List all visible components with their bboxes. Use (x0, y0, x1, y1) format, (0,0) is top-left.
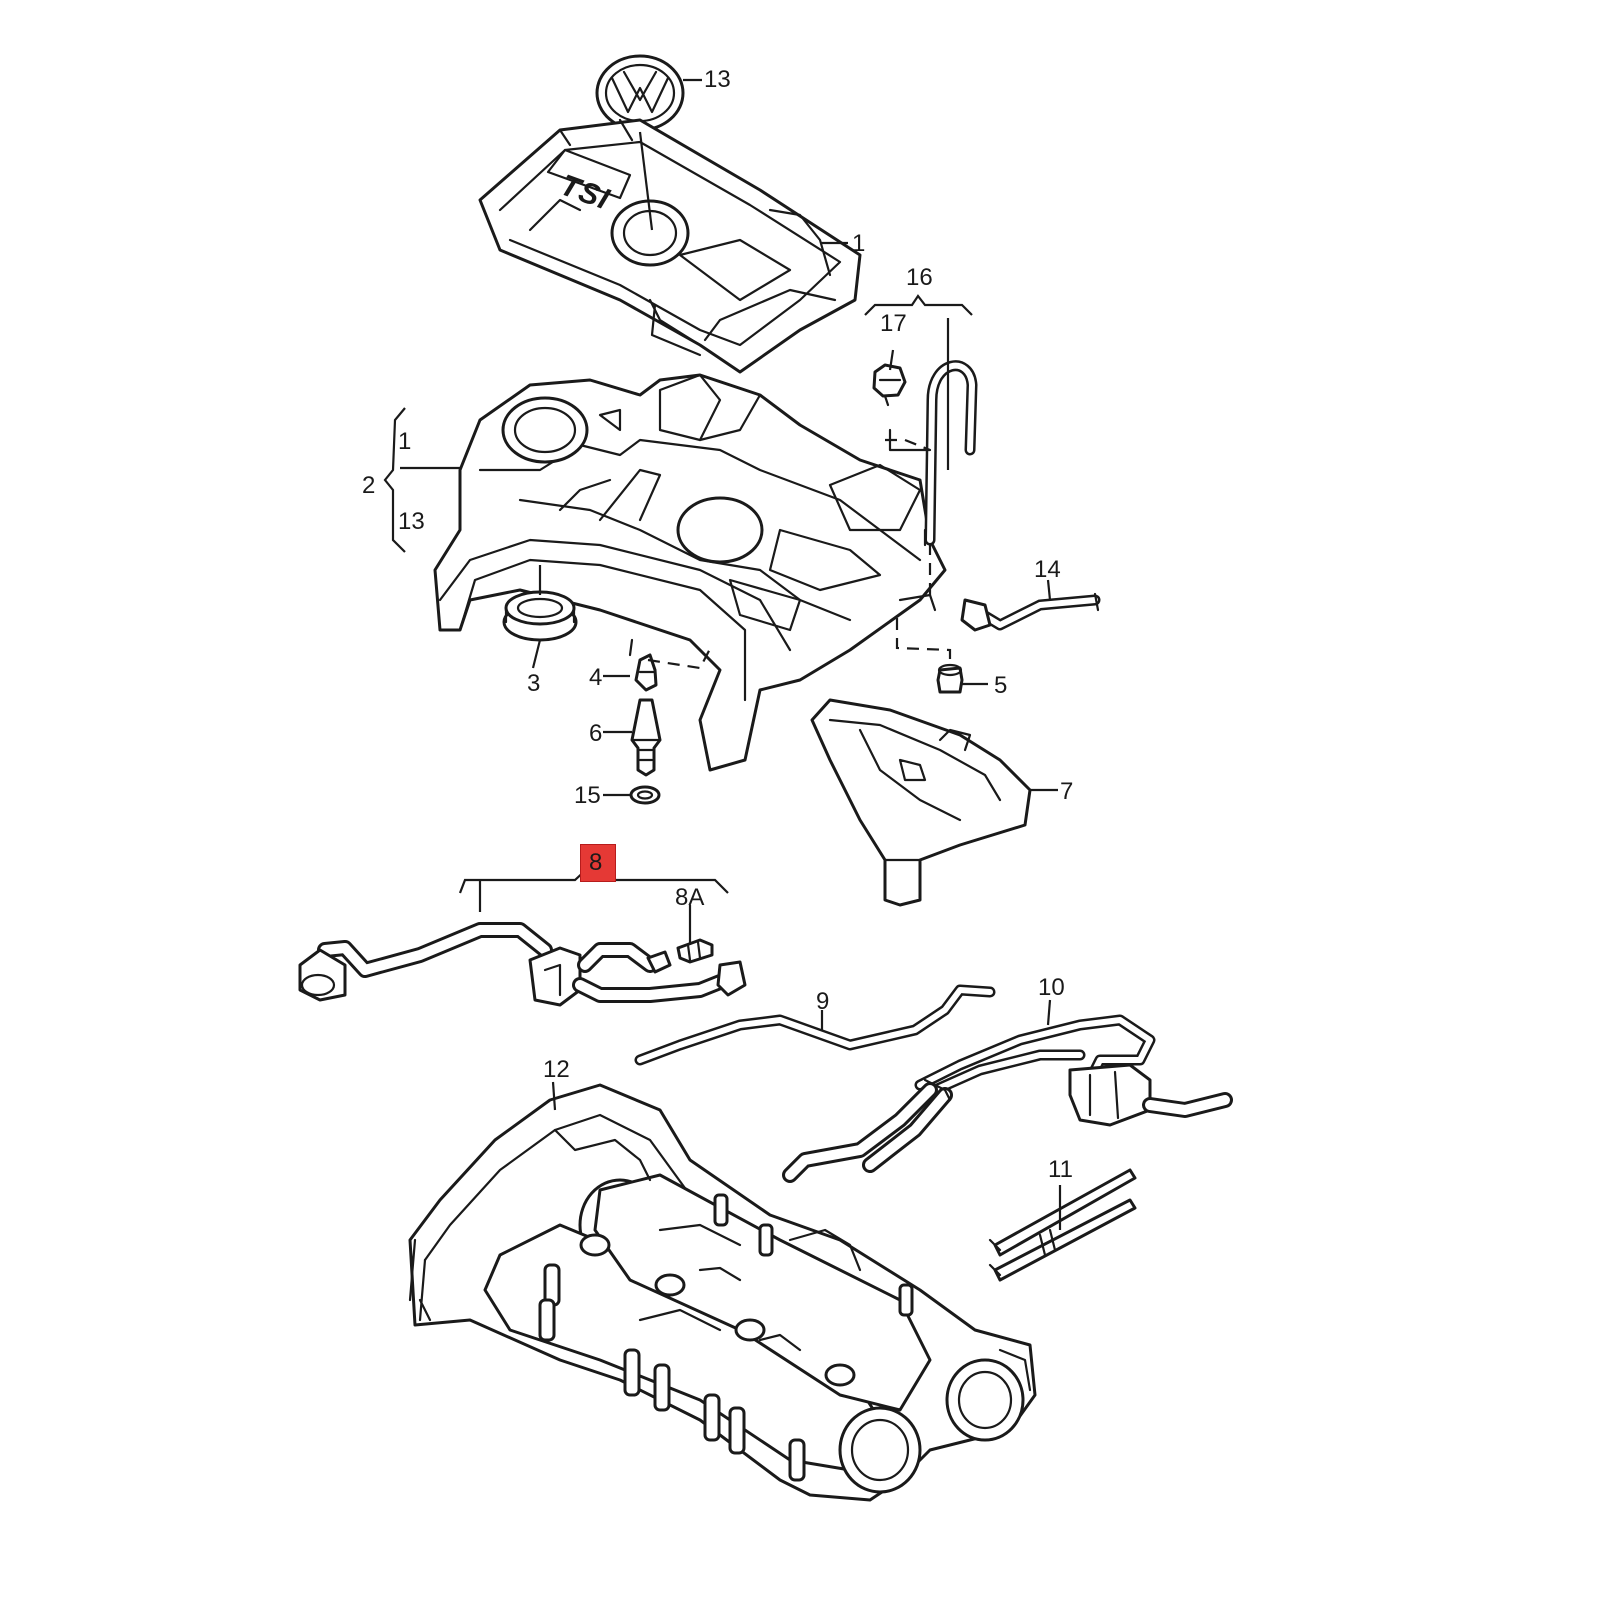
callout-label-13-top[interactable]: 13 (704, 66, 731, 93)
hose-part-16[interactable] (924, 360, 978, 546)
grommet-part-3[interactable] (502, 590, 578, 642)
engine-cover-part-1[interactable] (478, 118, 862, 374)
callout-label-8[interactable]: 8 (589, 849, 603, 876)
callout-label-14[interactable]: 14 (1034, 556, 1061, 583)
callout-label-1-top[interactable]: 1 (852, 230, 866, 257)
tube-part-9[interactable] (634, 984, 996, 1066)
breather-hose-part-8[interactable] (298, 922, 747, 1007)
callout-label-3[interactable]: 3 (527, 670, 541, 697)
callout-label-10[interactable]: 10 (1038, 974, 1065, 1001)
callout-label-4[interactable]: 4 (589, 664, 603, 691)
callout-label-17[interactable]: 17 (880, 310, 907, 337)
cable-ties-part-11[interactable] (988, 1168, 1137, 1282)
stud-part-6[interactable] (630, 698, 662, 777)
callout-label-8A[interactable]: 8A (675, 884, 705, 911)
hose-part-10[interactable] (782, 1014, 1233, 1183)
callout-label-15[interactable]: 15 (574, 782, 601, 809)
callout-label-7[interactable]: 7 (1060, 778, 1074, 805)
grommet-part-5[interactable] (936, 663, 964, 694)
callout-label-9[interactable]: 9 (816, 988, 830, 1015)
intake-manifold-part-12[interactable] (408, 1083, 1037, 1502)
clip-part-17[interactable] (872, 363, 907, 407)
clip-part-4[interactable] (634, 653, 658, 692)
callout-label-13-brace[interactable]: 13 (398, 508, 425, 535)
funnel-bracket-part-7[interactable] (810, 698, 1032, 907)
callout-label-6[interactable]: 6 (589, 720, 603, 747)
highlight-box-part-8 (580, 844, 616, 882)
connector-part-8A[interactable] (676, 938, 714, 964)
callout-label-11[interactable]: 11 (1048, 1156, 1073, 1183)
callout-label-1-brace[interactable]: 1 (398, 428, 412, 455)
vw-emblem-part-13[interactable] (595, 54, 685, 132)
washer-part-15[interactable] (629, 785, 661, 805)
engine-cover-part-2[interactable] (433, 373, 947, 772)
hose-part-14[interactable] (960, 592, 1101, 632)
callout-label-2[interactable]: 2 (362, 472, 376, 499)
callout-label-16[interactable]: 16 (906, 264, 933, 291)
callout-label-5[interactable]: 5 (994, 672, 1008, 699)
callout-label-12[interactable]: 12 (543, 1056, 570, 1083)
leader-lines (400, 78, 1062, 1230)
